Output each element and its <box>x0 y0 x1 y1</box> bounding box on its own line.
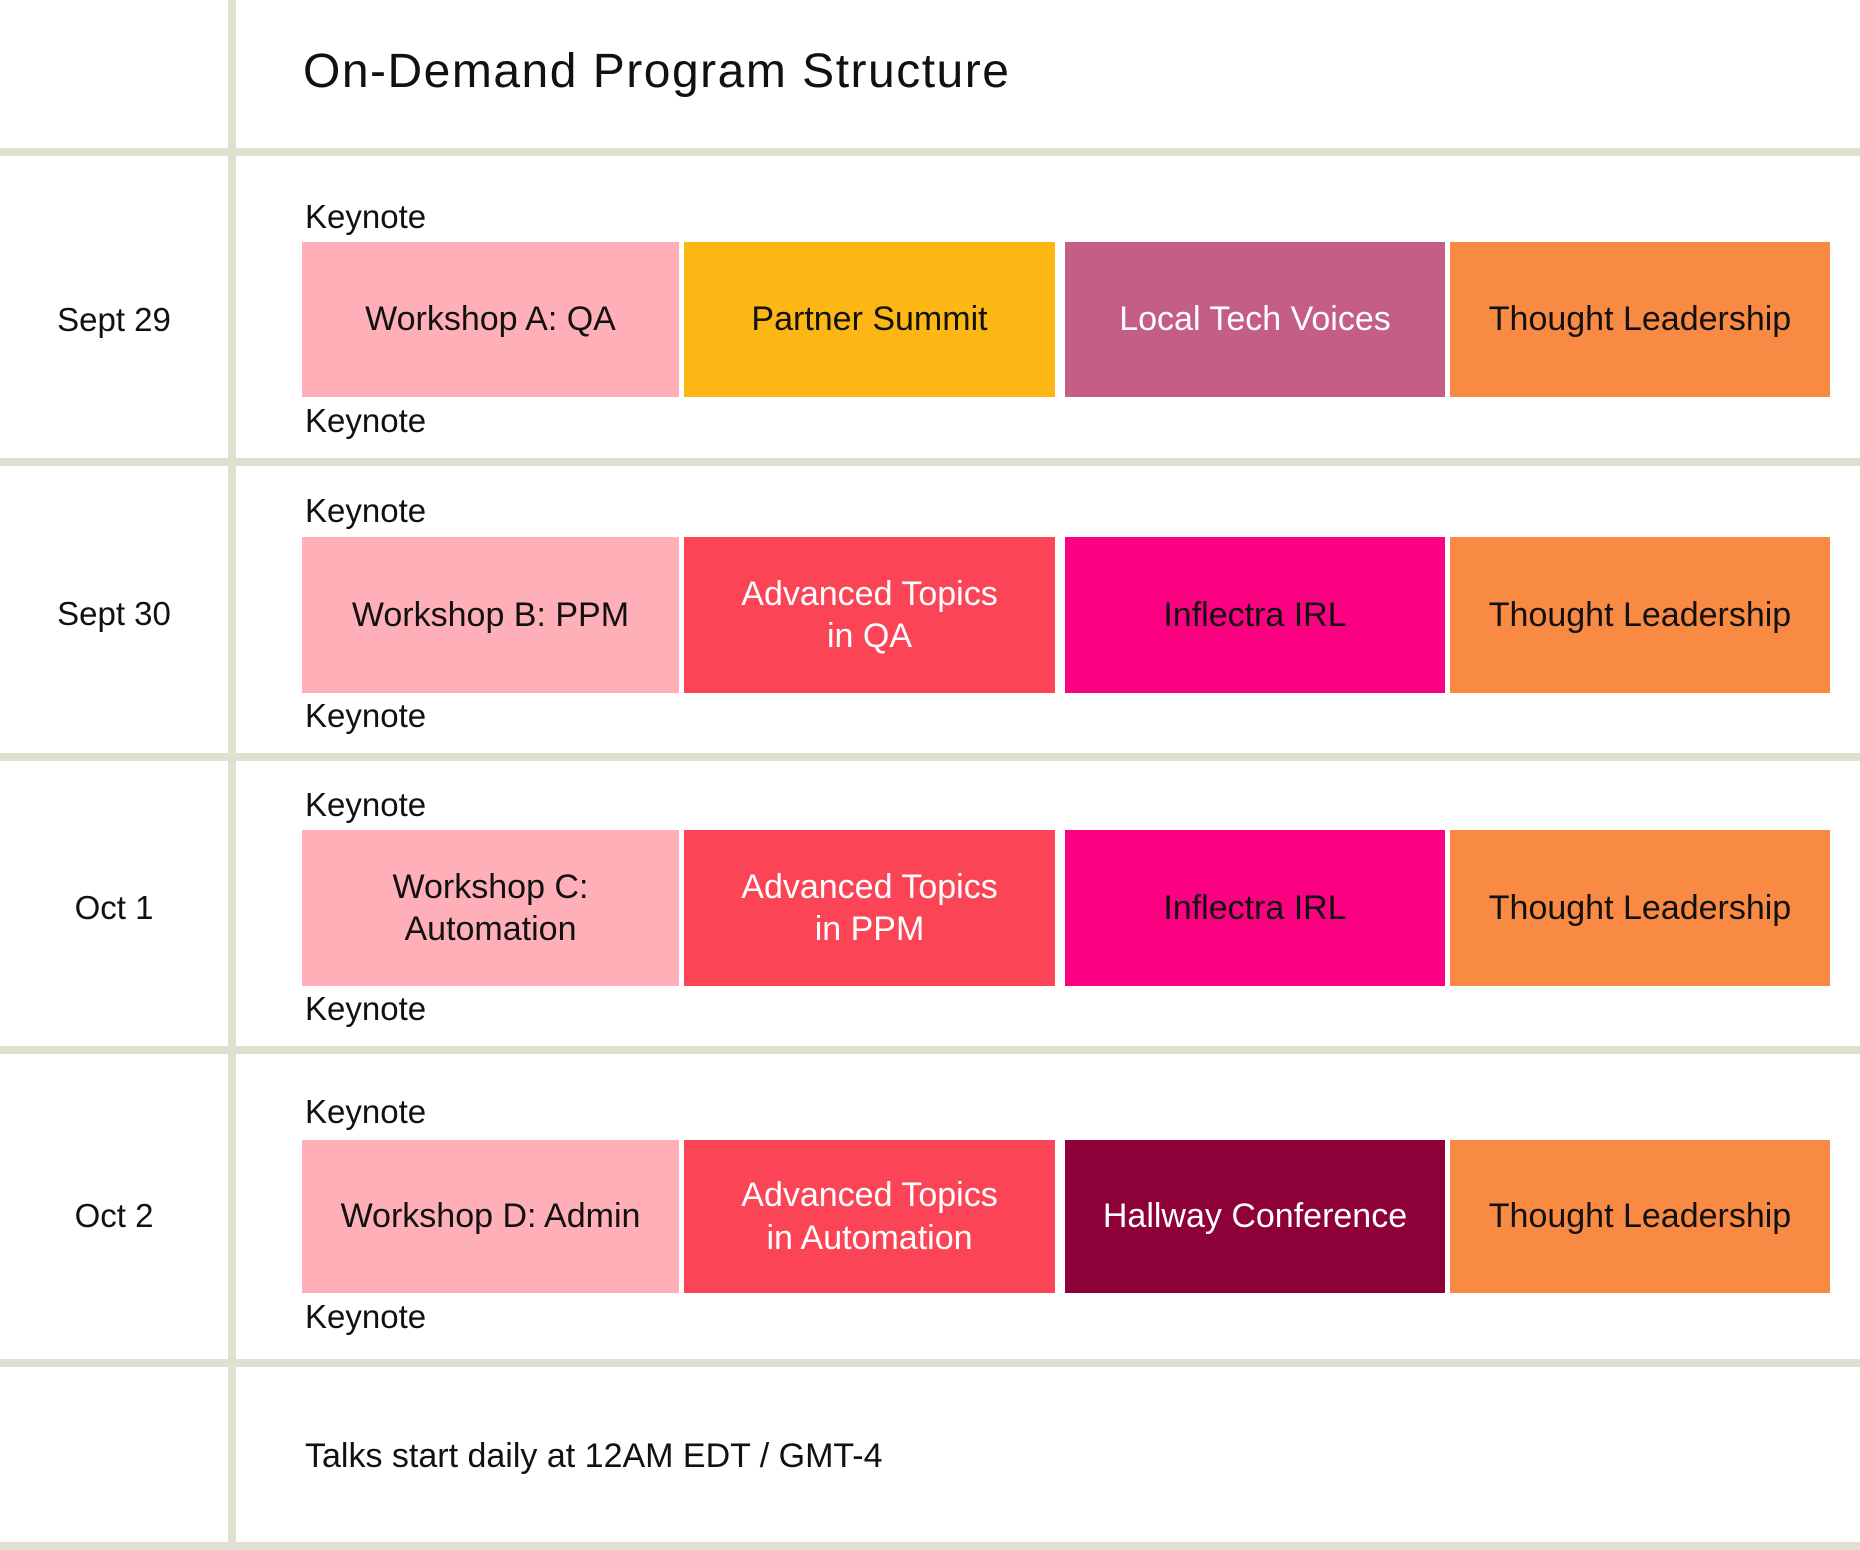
session-block-workshop-d-admin: Workshop D: Admin <box>302 1140 679 1293</box>
session-block-thought-leadership: Thought Leadership <box>1450 830 1830 986</box>
session-row-sept-29: Workshop A: QA Partner Summit Local Tech… <box>302 242 1830 397</box>
session-block-workshop-c-automation: Workshop C: Automation <box>302 830 679 986</box>
grid-horizontal-line <box>0 1542 1860 1550</box>
session-block-inflectra-irl: Inflectra IRL <box>1065 537 1445 693</box>
session-row-oct-2: Workshop D: Admin Advanced Topics in Aut… <box>302 1140 1830 1293</box>
row-date-oct-1: Oct 1 <box>74 889 154 926</box>
row-date-oct-2: Oct 2 <box>74 1197 154 1234</box>
session-row-sept-30: Workshop B: PPM Advanced Topics in QA In… <box>302 537 1830 693</box>
session-block-workshop-b-ppm: Workshop B: PPM <box>302 537 679 693</box>
keynote-label-below: Keynote <box>305 697 427 734</box>
row-date-sept-29: Sept 29 <box>57 301 171 338</box>
keynote-label-above: Keynote <box>305 1093 427 1130</box>
session-block-thought-leadership: Thought Leadership <box>1450 242 1830 397</box>
keynote-label-above: Keynote <box>305 198 427 235</box>
keynote-label-below: Keynote <box>305 1298 427 1335</box>
session-block-advanced-topics-automation: Advanced Topics in Automation <box>684 1140 1055 1293</box>
session-block-partner-summit: Partner Summit <box>684 242 1055 397</box>
session-block-inflectra-irl: Inflectra IRL <box>1065 830 1445 986</box>
keynote-label-above: Keynote <box>305 492 427 529</box>
keynote-label-below: Keynote <box>305 990 427 1027</box>
grid-horizontal-line <box>0 753 1860 761</box>
page-title: On-Demand Program Structure <box>303 45 1011 98</box>
session-block-advanced-topics-ppm: Advanced Topics in PPM <box>684 830 1055 986</box>
session-block-workshop-a-qa: Workshop A: QA <box>302 242 679 397</box>
session-block-thought-leadership: Thought Leadership <box>1450 1140 1830 1293</box>
schedule-timezone-note: Talks start daily at 12AM EDT / GMT-4 <box>305 1437 883 1475</box>
grid-horizontal-line <box>0 1359 1860 1367</box>
keynote-label-below: Keynote <box>305 402 427 439</box>
row-date-sept-30: Sept 30 <box>57 595 171 632</box>
grid-vertical-line <box>228 0 236 1550</box>
session-block-advanced-topics-qa: Advanced Topics in QA <box>684 537 1055 693</box>
grid-horizontal-line <box>0 458 1860 466</box>
session-row-oct-1: Workshop C: Automation Advanced Topics i… <box>302 830 1830 986</box>
session-block-local-tech-voices: Local Tech Voices <box>1065 242 1445 397</box>
grid-horizontal-line <box>0 1046 1860 1054</box>
session-block-thought-leadership: Thought Leadership <box>1450 537 1830 693</box>
session-block-hallway-conference: Hallway Conference <box>1065 1140 1445 1293</box>
grid-horizontal-line <box>0 148 1860 156</box>
keynote-label-above: Keynote <box>305 786 427 823</box>
